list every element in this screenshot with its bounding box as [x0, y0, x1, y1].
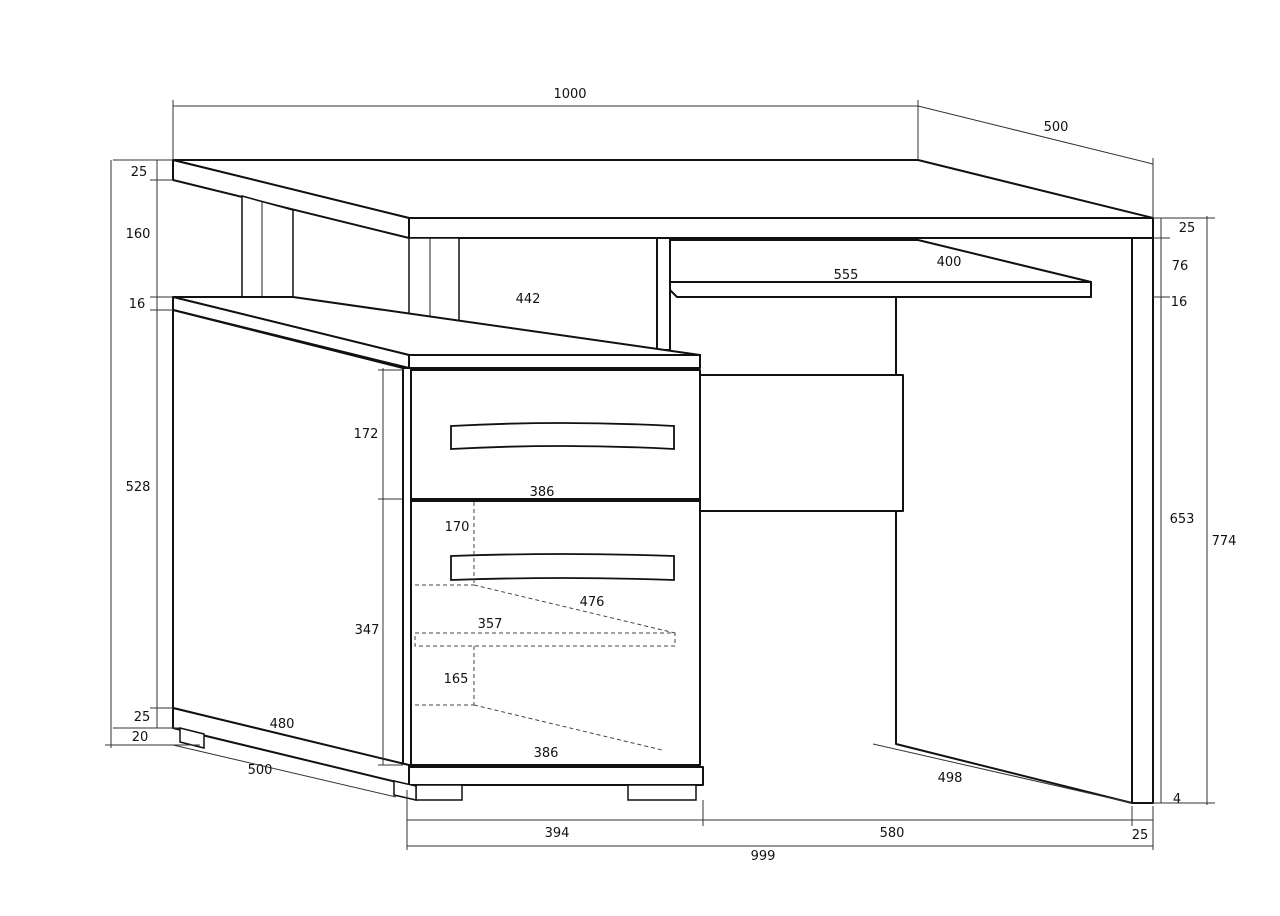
dim-keyboard-gap: 76 — [1172, 259, 1189, 274]
dim-drawer2-height: 170 — [445, 520, 470, 535]
dim-foot-height: 20 — [132, 730, 149, 745]
top-drawer-handle[interactable] — [450, 422, 675, 450]
dim-side-height: 653 — [1170, 512, 1195, 527]
pedestal-side — [172, 309, 409, 766]
dim-width-pedestal: 394 — [545, 826, 570, 841]
dim-total-width-bottom: 999 — [751, 849, 776, 864]
dim-pedestal-height: 528 — [126, 480, 151, 495]
dim-keyboard-thickness: 16 — [1171, 295, 1188, 310]
dim-keyboard-depth: 400 — [937, 255, 962, 270]
dim-drawer-width-top: 386 — [530, 485, 555, 500]
dim-pedestal-depth: 500 — [248, 763, 273, 778]
dim-total-width-top: 1000 — [553, 87, 586, 102]
dim-drawer3-height: 165 — [444, 672, 469, 687]
dim-cabinet-height: 347 — [355, 623, 380, 638]
dim-drawer-width-bottom: 386 — [534, 746, 559, 761]
dim-top-thickness-right: 25 — [1179, 221, 1196, 236]
keyboard-shelf — [669, 239, 1092, 298]
pedestal-base — [172, 707, 704, 801]
dim-total-height: 774 — [1212, 534, 1237, 549]
dim-drawer1-height: 172 — [354, 427, 379, 442]
dim-side-depth: 498 — [938, 771, 963, 786]
pedestal-shelf — [172, 296, 701, 369]
dimension-labels: 1000 500 25 160 16 528 25 20 480 500 442… — [126, 87, 1237, 864]
bottom-drawer-handle[interactable] — [450, 553, 675, 581]
hidden-lines — [414, 502, 676, 751]
dim-gap-under-top: 160 — [126, 227, 151, 242]
dim-keyboard-width: 555 — [834, 268, 859, 283]
dim-width-opening: 580 — [880, 826, 905, 841]
center-upright — [656, 237, 671, 351]
dim-shelf-thickness: 16 — [129, 297, 146, 312]
dim-width-side: 25 — [1132, 828, 1149, 843]
dim-drawer-depth: 476 — [580, 595, 605, 610]
dim-shelf-depth: 442 — [516, 292, 541, 307]
dim-top-depth: 500 — [1044, 120, 1069, 135]
right-side-panel — [895, 237, 1154, 804]
dim-inner-width: 357 — [478, 617, 503, 632]
dim-base-thickness: 25 — [134, 710, 151, 725]
dim-pedestal-depth-inner: 480 — [270, 717, 295, 732]
dim-top-thickness-left: 25 — [131, 165, 148, 180]
drawer-stack — [402, 367, 701, 766]
desk-top — [172, 159, 1154, 239]
front-panel — [699, 374, 904, 512]
dimension-lines — [105, 100, 1215, 850]
dim-floor-gap: 4 — [1173, 792, 1181, 807]
